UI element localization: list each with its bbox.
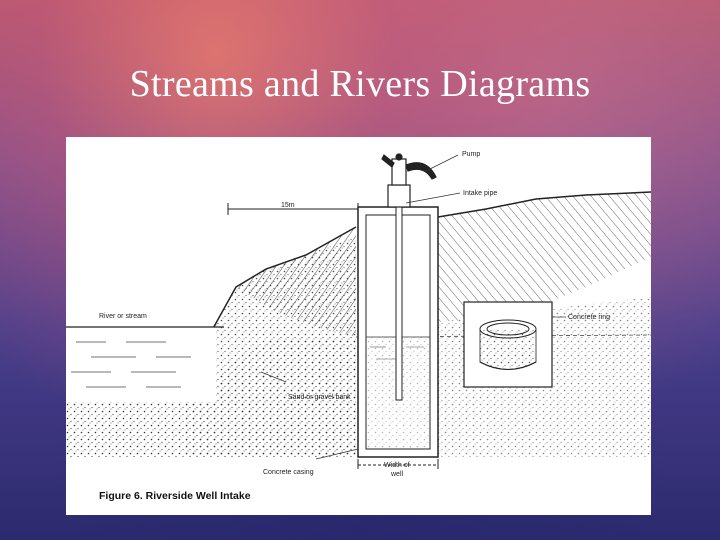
pump-label: Pump bbox=[462, 151, 480, 158]
distance-label: 15m bbox=[281, 202, 295, 209]
distance-marker bbox=[227, 203, 359, 215]
water-ripples bbox=[71, 341, 191, 388]
concrete-ring-label: Concrete ring bbox=[568, 314, 610, 321]
label-leaders bbox=[260, 154, 566, 460]
topsoil-hatching-right bbox=[438, 192, 651, 322]
intake-pipe-label: Intake pipe bbox=[463, 190, 497, 197]
river-water bbox=[66, 327, 216, 402]
topsoil-hatching bbox=[236, 227, 356, 337]
riverside-well-figure: Pump Intake pipe 15m River or stream Con… bbox=[66, 137, 651, 515]
width-marker bbox=[357, 459, 439, 469]
well-intake-diagram: Pump Intake pipe 15m River or stream Con… bbox=[66, 151, 651, 478]
concrete-casing-label: Concrete casing bbox=[263, 469, 314, 476]
hand-pump-icon bbox=[381, 153, 437, 208]
slide-title: Streams and Rivers Diagrams bbox=[129, 63, 591, 105]
width-label-line2: well bbox=[390, 471, 404, 478]
width-label-line1: Width of bbox=[384, 462, 410, 469]
river-label: River or stream bbox=[99, 313, 147, 320]
intake-pipe bbox=[395, 204, 403, 401]
concrete-ring-icon bbox=[479, 319, 537, 370]
sand-bank-label: Sand or gravel bank bbox=[288, 394, 351, 401]
figure-caption: Figure 6. Riverside Well Intake bbox=[99, 490, 251, 502]
